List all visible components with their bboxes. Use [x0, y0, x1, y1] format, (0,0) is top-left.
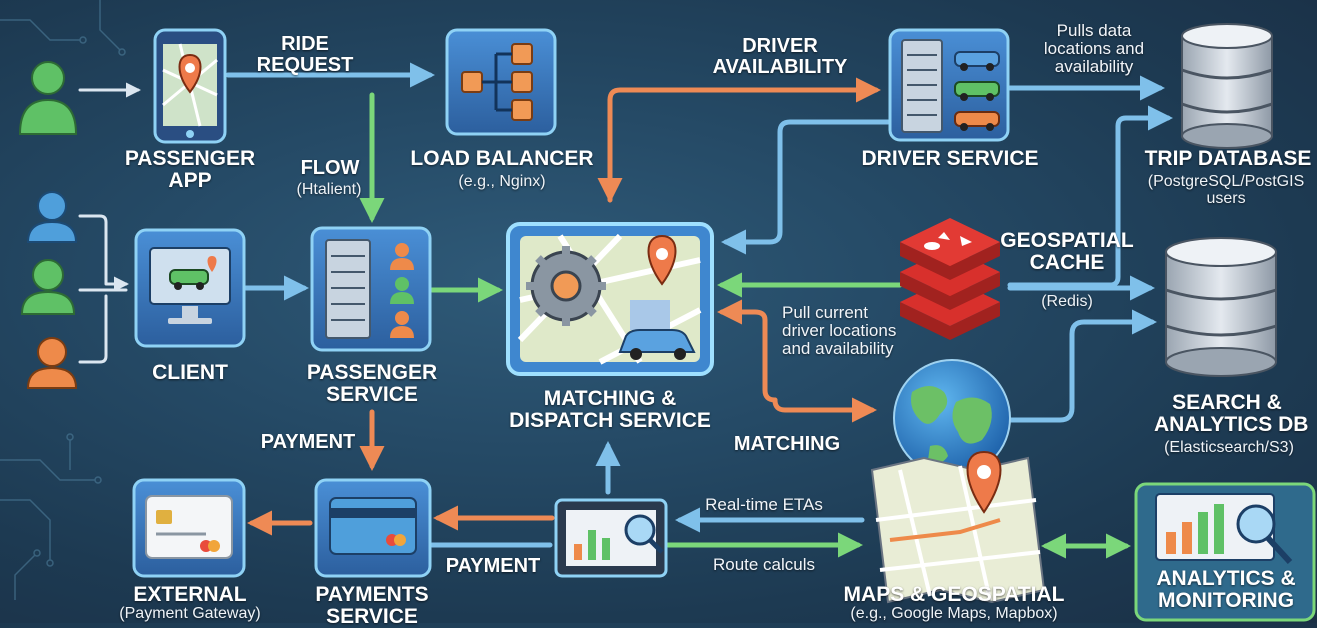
- pull-current-line3: and availability: [782, 338, 894, 358]
- arrow-user3-client: [78, 294, 108, 364]
- matching-service-title-line2: DISPATCH SERVICE: [509, 409, 711, 433]
- analytics-monitoring-icon[interactable]: [1134, 482, 1316, 622]
- driver-availability-line1: DRIVER: [742, 35, 818, 57]
- car-icon: [954, 111, 1000, 131]
- arrow-cache-tripdb: [1007, 105, 1173, 288]
- passenger-service-title-line1: PASSENGER: [306, 361, 438, 384]
- search-db-title: SEARCH &ANALYTICS DB: [1154, 391, 1308, 436]
- passenger-app-title-line2: APP: [168, 169, 212, 193]
- payments-service-title-line1: PAYMENTS: [315, 583, 429, 606]
- globe-icon[interactable]: [893, 359, 1011, 477]
- maps-title: MAPS & GEOSPATIAL: [843, 583, 1065, 606]
- geospatial-cache-sub: (Redis): [1041, 293, 1093, 310]
- matching-service-title: MATCHING &DISPATCH SERVICE: [500, 387, 720, 433]
- car-icon: [954, 51, 1000, 71]
- person-icon: [26, 337, 78, 389]
- driver-availability-line2: AVAILABILITY: [712, 56, 848, 78]
- passenger-app-phone-icon[interactable]: [153, 28, 227, 144]
- driver-service-icon[interactable]: [888, 28, 1010, 142]
- pull-current-line2: driver locations: [782, 320, 897, 340]
- geospatial-cache-title-line1: GEOSPATIAL: [1000, 229, 1134, 252]
- realtime-etas-label: Real-time ETAs: [705, 495, 823, 514]
- arrow-globe-searchdb: [1007, 309, 1157, 423]
- analytics-title-line1: ANALYTICS &: [1156, 567, 1296, 590]
- maps-icon[interactable]: [870, 450, 1046, 604]
- load-balancer-sub: (e.g., Nginx): [458, 173, 546, 190]
- monitor-search-icon[interactable]: [554, 498, 668, 578]
- ride-request-line1: RIDE: [281, 33, 329, 55]
- external-title: EXTERNAL: [133, 583, 247, 606]
- search-database-icon[interactable]: [1165, 237, 1277, 377]
- redis-cache-icon[interactable]: [900, 218, 1000, 340]
- load-balancer-title: LOAD BALANCER: [410, 147, 594, 170]
- matching-service-title-line1: MATCHING &: [543, 387, 677, 410]
- payments-service-title-line2: SERVICE: [326, 605, 418, 628]
- analytics-title: ANALYTICS &MONITORING: [1144, 567, 1308, 613]
- car-icon: [954, 81, 1000, 101]
- passenger-app-title-line1: PASSENGER: [124, 147, 256, 170]
- pulls-data-line2: locations and: [1043, 38, 1145, 58]
- payment-left-label: PAYMENT: [260, 431, 356, 453]
- arrow-matching-back: [717, 299, 778, 403]
- trip-database-sub-line2: users: [1206, 189, 1246, 207]
- search-db-title-line2: ANALYTICS DB: [1154, 413, 1309, 437]
- arrows: [78, 62, 1173, 559]
- car-icon: [618, 329, 696, 360]
- external-gateway-icon[interactable]: [132, 478, 246, 578]
- passenger-service-icon[interactable]: [310, 226, 432, 352]
- person-icon: [20, 259, 76, 315]
- geospatial-cache-title-line2: CACHE: [1029, 251, 1105, 275]
- trip-database-icon[interactable]: [1181, 23, 1273, 149]
- person-icon: [18, 61, 78, 135]
- search-db-title-line1: SEARCH &: [1172, 391, 1282, 414]
- arrow-driver-to-matching: [721, 119, 891, 255]
- driver-service-title: DRIVER SERVICE: [861, 147, 1039, 170]
- analytics-title-line2: MONITORING: [1157, 589, 1295, 613]
- route-calculs-label: Route calculs: [712, 555, 816, 574]
- search-db-sub: (Elasticsearch/S3): [1164, 439, 1294, 456]
- client-monitor-icon[interactable]: [134, 228, 246, 348]
- arrow-user1-client: [78, 214, 129, 292]
- client-title: CLIENT: [152, 361, 228, 384]
- flow-sub-label: (Htalient): [296, 181, 362, 198]
- trip-database-sub-line1: (PostgreSQL/PostGIS: [1147, 173, 1305, 190]
- arrow-driver-availability: [607, 77, 881, 203]
- pull-current-line1: Pull current: [782, 303, 868, 322]
- maps-sub: (e.g., Google Maps, Mapbox): [850, 605, 1058, 622]
- person-icon: [26, 191, 78, 243]
- trip-database-title: TRIP DATABASE: [1144, 147, 1312, 170]
- arrow-matching-to-maps: [772, 397, 877, 423]
- payments-service-icon[interactable]: [314, 478, 432, 578]
- matching-label: MATCHING: [733, 433, 841, 455]
- matching-dispatch-icon[interactable]: [506, 222, 714, 376]
- payment-bottom-label: PAYMENT: [445, 555, 541, 577]
- external-sub: (Payment Gateway): [119, 605, 261, 622]
- circuit-decoration: [0, 0, 126, 600]
- ride-request-line2: REQUEST: [256, 54, 354, 76]
- flow-label: FLOW: [300, 157, 360, 179]
- load-balancer-icon[interactable]: [445, 28, 557, 136]
- pulls-data-line1: Pulls data: [1056, 21, 1132, 40]
- pulls-data-line3: availability: [1054, 56, 1134, 76]
- passenger-service-title-line2: SERVICE: [326, 383, 418, 407]
